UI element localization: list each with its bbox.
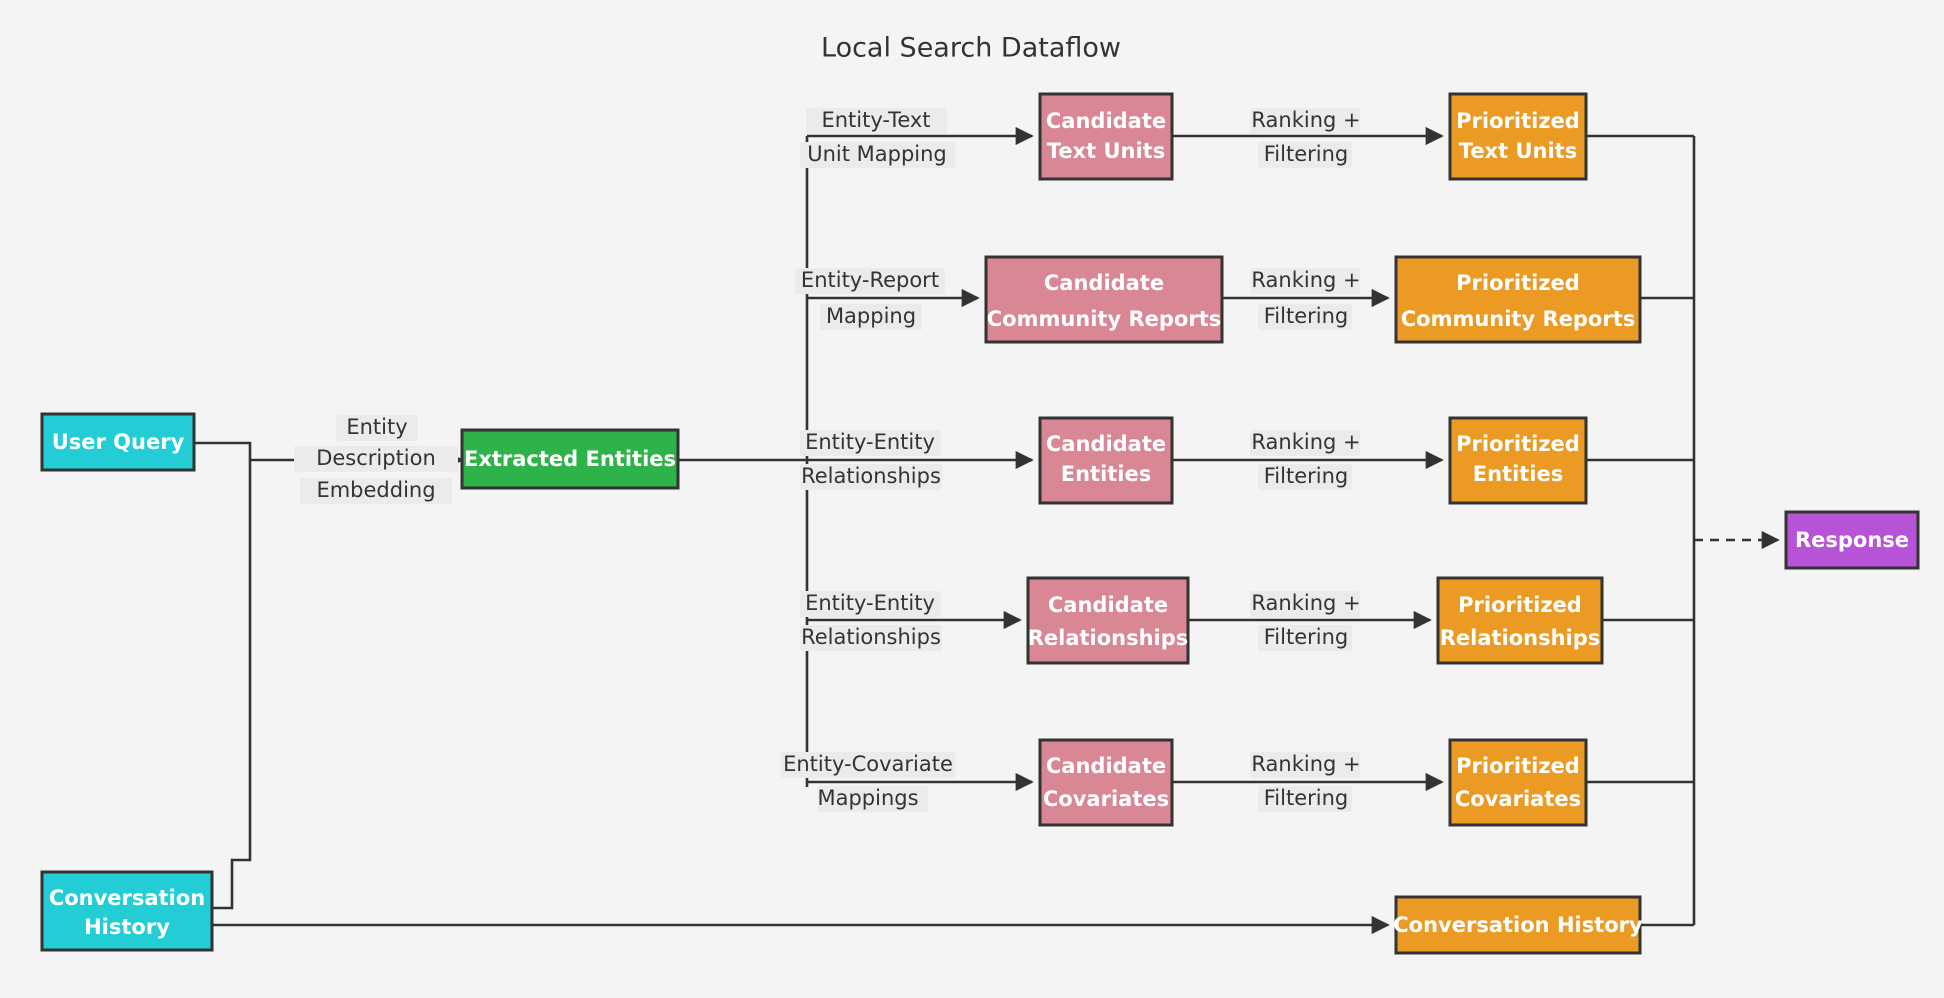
svg-text:Ranking +: Ranking + [1251, 108, 1360, 132]
svg-text:Ranking +: Ranking + [1251, 268, 1360, 292]
svg-text:Entity-Text: Entity-Text [821, 108, 930, 132]
svg-text:Ranking +: Ranking + [1251, 752, 1360, 776]
node-response-label: Response [1795, 528, 1909, 552]
edge-label-ranking-filtering-2: Ranking + Filtering [1250, 268, 1361, 330]
node-prioritized-entities-line2: Entities [1473, 462, 1564, 486]
edge-label-ranking-filtering-1: Ranking + Filtering [1250, 108, 1361, 168]
node-prioritized-entities[interactable]: Prioritized Entities [1448, 416, 1588, 505]
node-prioritized-text-units-line2: Text Units [1459, 139, 1577, 163]
node-extracted-entities[interactable]: Extracted Entities [460, 428, 680, 490]
svg-text:Ranking +: Ranking + [1251, 591, 1360, 615]
node-candidate-entities[interactable]: Candidate Entities [1038, 416, 1174, 505]
svg-text:Relationships: Relationships [801, 464, 941, 488]
node-candidate-relationships[interactable]: Candidate Relationships [1026, 576, 1190, 665]
node-candidate-relationships-line2: Relationships [1028, 626, 1189, 650]
svg-text:Filtering: Filtering [1264, 625, 1348, 649]
node-conversation-history-input-line2: History [84, 915, 170, 939]
node-prioritized-covariates[interactable]: Prioritized Covariates [1448, 738, 1588, 827]
svg-text:Entity-Report: Entity-Report [801, 268, 939, 292]
nodes-layer: User Query Conversation History Extracte… [40, 92, 1920, 955]
edges-layer [194, 126, 1780, 935]
node-prioritized-relationships[interactable]: Prioritized Relationships [1436, 576, 1604, 665]
edge-label-entity-covariate-mappings: Entity-Covariate Mappings [781, 752, 955, 812]
node-response[interactable]: Response [1784, 510, 1920, 570]
node-conversation-history-output[interactable]: Conversation History [1393, 895, 1643, 955]
edge-label-entity-entity-relationships-b: Entity-Entity Relationships [800, 591, 942, 651]
edge-label-ranking-filtering-4: Ranking + Filtering [1250, 591, 1361, 651]
node-candidate-entities-line2: Entities [1061, 462, 1152, 486]
svg-text:Mapping: Mapping [826, 304, 916, 328]
svg-text:Mappings: Mappings [817, 786, 918, 810]
edge-labels-layer: Entity Description Embedding Entity-Text… [294, 108, 1361, 812]
svg-text:Entity-Entity: Entity-Entity [805, 591, 935, 615]
node-prioritized-community-reports[interactable]: Prioritized Community Reports [1394, 255, 1642, 344]
edge-label-entity-text-unit-mapping: Entity-Text Unit Mapping [800, 108, 955, 168]
edge-conv-history-to-junction [212, 460, 252, 910]
node-conversation-history-input-line1: Conversation [49, 886, 205, 910]
svg-text:Entity-Covariate: Entity-Covariate [783, 752, 953, 776]
node-prioritized-community-reports-line1: Prioritized [1456, 271, 1580, 295]
svg-text:Filtering: Filtering [1264, 304, 1348, 328]
node-extracted-entities-label: Extracted Entities [464, 447, 676, 471]
node-candidate-covariates-line2: Covariates [1043, 787, 1169, 811]
node-prioritized-community-reports-line2: Community Reports [1401, 307, 1636, 331]
node-prioritized-relationships-line1: Prioritized [1458, 593, 1582, 617]
svg-text:Unit Mapping: Unit Mapping [807, 142, 947, 166]
svg-text:Filtering: Filtering [1264, 786, 1348, 810]
node-candidate-community-reports-line2: Community Reports [987, 307, 1222, 331]
edge-label-entity-entity-relationships-a: Entity-Entity Relationships [800, 430, 942, 490]
node-candidate-relationships-line1: Candidate [1048, 593, 1168, 617]
node-candidate-text-units-line1: Candidate [1046, 109, 1166, 133]
node-prioritized-text-units[interactable]: Prioritized Text Units [1448, 92, 1588, 181]
node-candidate-text-units[interactable]: Candidate Text Units [1038, 92, 1174, 181]
edge-label-entity-description-embedding: Entity Description Embedding [294, 415, 458, 504]
svg-text:Description: Description [316, 446, 436, 470]
edge-label-entity-report-mapping: Entity-Report Mapping [795, 268, 945, 330]
node-prioritized-covariates-line2: Covariates [1455, 787, 1581, 811]
svg-text:Filtering: Filtering [1264, 142, 1348, 166]
node-candidate-text-units-line2: Text Units [1047, 139, 1165, 163]
node-conversation-history-input[interactable]: Conversation History [40, 870, 214, 952]
edge-user-query-to-junction [194, 441, 270, 462]
edge-label-ranking-filtering-3: Ranking + Filtering [1250, 430, 1361, 490]
svg-text:Relationships: Relationships [801, 625, 941, 649]
svg-text:Entity-Entity: Entity-Entity [805, 430, 935, 454]
node-prioritized-relationships-line2: Relationships [1440, 626, 1601, 650]
node-user-query[interactable]: User Query [40, 412, 196, 472]
svg-text:Ranking +: Ranking + [1251, 430, 1360, 454]
node-candidate-covariates[interactable]: Candidate Covariates [1038, 738, 1174, 827]
node-prioritized-entities-line1: Prioritized [1456, 432, 1580, 456]
node-candidate-community-reports[interactable]: Candidate Community Reports [984, 255, 1224, 344]
svg-text:Entity: Entity [346, 415, 407, 439]
svg-text:Embedding: Embedding [316, 478, 435, 502]
page-title: Local Search Dataflow [821, 33, 1121, 64]
node-prioritized-text-units-line1: Prioritized [1456, 109, 1580, 133]
node-candidate-community-reports-line1: Candidate [1044, 271, 1164, 295]
node-candidate-covariates-line1: Candidate [1046, 754, 1166, 778]
node-user-query-label: User Query [52, 430, 185, 454]
edge-label-ranking-filtering-5: Ranking + Filtering [1250, 752, 1361, 812]
node-candidate-entities-line1: Candidate [1046, 432, 1166, 456]
node-conversation-history-output-label: Conversation History [1393, 913, 1643, 937]
svg-text:Filtering: Filtering [1264, 464, 1348, 488]
node-prioritized-covariates-line1: Prioritized [1456, 754, 1580, 778]
